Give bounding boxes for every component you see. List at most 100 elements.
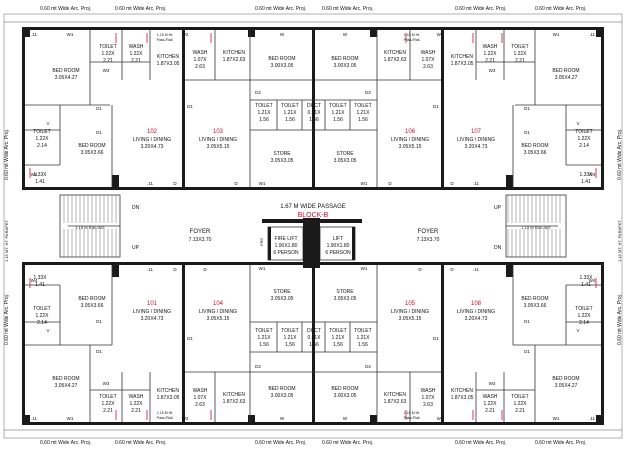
store-label: STORE — [273, 151, 291, 157]
level-mark: .11 — [473, 181, 479, 186]
door-mark: D — [173, 181, 177, 186]
bedroom-label: BED ROOM — [331, 56, 358, 62]
toilet-label: TOILET — [329, 328, 346, 334]
vent-mark: V — [576, 121, 579, 126]
foyer-right: FOYER — [418, 229, 439, 235]
wash-label: WASH — [193, 388, 208, 394]
living-label: LIVING / DINING — [391, 137, 429, 143]
projection-labels-vertical: 0.60 mt Wide Arc. Proj. 0.60 mt Wide Arc… — [4, 129, 623, 345]
living-size: 3.20X4.73 — [141, 316, 164, 322]
unit-number: 102 — [147, 129, 158, 135]
top-units: 102 LIVING / DINING 3.20X4.73 103 LIVING… — [133, 129, 495, 150]
window-mark: W4 — [589, 172, 596, 177]
bedroom-label: BED ROOM — [268, 386, 295, 392]
toilet-label: TOILET — [281, 328, 298, 334]
duct-size: 0.91X — [307, 335, 321, 341]
door-mark: D2 — [365, 364, 371, 369]
bedroom-size: 3.05X3.66 — [524, 303, 547, 309]
toilet-size: 1.21X — [331, 110, 345, 116]
balcony-size: 1.33X — [579, 275, 593, 281]
toilet-label: TOILET — [99, 44, 116, 50]
toilet-size: 1.22X — [577, 136, 591, 142]
toilet-size: 1.22X — [513, 401, 527, 407]
door-mark: D — [450, 181, 454, 186]
proj-label: 0.60 mt Wide Arc. Proj. — [4, 129, 10, 180]
door-mark: D1 — [524, 319, 530, 324]
kitchen-size: 1.87X2.63 — [223, 57, 246, 63]
living-size: 3.05X5.15 — [399, 144, 422, 150]
window-mark: W3 — [489, 68, 496, 73]
bedroom-size: 3.05X3.66 — [524, 150, 547, 156]
unit-number: 106 — [405, 129, 416, 135]
living-size: 3.05X5.15 — [207, 316, 230, 322]
store-size: 3.05X3.05 — [271, 158, 294, 164]
unit-number: 108 — [471, 301, 482, 307]
window-mark: W2 — [437, 32, 444, 37]
up-left: UP — [132, 245, 140, 251]
wash-label: WASH — [421, 50, 436, 56]
door-mark: D — [418, 267, 422, 272]
toilet-size: 1.22X — [35, 313, 49, 319]
duct-label: DUCT — [307, 328, 321, 334]
toilet-size: 1.21X — [356, 335, 370, 341]
proj-label: 0.60 mt Wide Arc. Proj. — [40, 440, 91, 446]
toilet-size2: 1.56 — [333, 117, 343, 123]
proj-label: 0.60 mt Wide Arc. Proj. — [455, 6, 506, 12]
duct-size2: 1.56 — [309, 342, 319, 348]
window-mark: W3 — [103, 68, 110, 73]
kitchen-label: KITCHEN — [223, 392, 245, 398]
unit-number: 105 — [405, 301, 416, 307]
balcony-size2: 1.41 — [581, 179, 591, 185]
door-mark: D1 — [96, 319, 102, 324]
living-size: 3.05X5.15 — [207, 144, 230, 150]
store-size: 3.05X3.05 — [271, 296, 294, 302]
door-mark: D1 — [433, 336, 439, 341]
window-mark: W3 — [489, 381, 496, 386]
door-mark: D1 — [433, 104, 439, 109]
toilet-label: TOILET — [575, 306, 592, 312]
proj-label: 0.60 mt Wide Arc. Proj. — [115, 440, 166, 446]
level-mark: .11 — [31, 32, 37, 37]
pass-note2: Pass./Rail. — [404, 416, 421, 420]
wash-size: 1.07X — [193, 395, 207, 401]
level-mark: .11 — [147, 267, 153, 272]
toilet-label: TOILET — [329, 103, 346, 109]
balcony-size: 1.33X — [579, 172, 593, 178]
toilet-size2: 1.56 — [259, 342, 269, 348]
bottom-units: 101 LIVING / DINING 3.20X4.73 104 LIVING… — [133, 301, 495, 322]
toilet-label: TOILET — [99, 394, 116, 400]
proj-label: 0.60 mt Wide Arc. Proj. — [255, 440, 306, 446]
toilet-label: TOILET — [354, 328, 371, 334]
dn-right: DN — [494, 245, 502, 251]
living-size: 3.20X4.73 — [465, 316, 488, 322]
living-label: LIVING / DINING — [133, 137, 171, 143]
toilet-size2: 1.56 — [333, 342, 343, 348]
wash-size2: 2.63 — [195, 402, 205, 408]
window-mark: W4 — [31, 172, 38, 177]
toilet-size2: 2.14 — [579, 320, 589, 326]
fire-lift-size: 1.90X1.80 — [275, 243, 298, 249]
bedroom-label: BED ROOM — [78, 296, 105, 302]
bedroom-size: 3.05X4.27 — [555, 75, 578, 81]
unit-number: 103 — [213, 129, 224, 135]
kitchen-size: 1.87X3.05 — [451, 61, 474, 67]
level-mark: .11 — [473, 267, 479, 272]
kitchen-label: KITCHEN — [157, 388, 179, 394]
foyer-right-size: 7.13X3.70 — [417, 237, 440, 243]
toilet-size: 1.21X — [257, 110, 271, 116]
duct-label: DUCT — [307, 103, 321, 109]
bedroom-size: 3.00X3.05 — [271, 393, 294, 399]
wash-size: 1.22X — [483, 401, 497, 407]
toilet-size2: 1.56 — [285, 342, 295, 348]
balcony-size2: 1.41 — [35, 179, 45, 185]
living-label: LIVING / DINING — [133, 309, 171, 315]
bedroom-label: BED ROOM — [52, 68, 79, 74]
door-mark: D2 — [255, 364, 261, 369]
toilet-size: 1.22X — [577, 313, 591, 319]
foyer-left: FOYER — [190, 229, 211, 235]
toilet-label: TOILET — [511, 394, 528, 400]
kitchen-label: KITCHEN — [451, 54, 473, 60]
door-mark: D1 — [524, 130, 530, 135]
door-mark: D — [203, 267, 207, 272]
living-label: LIVING / DINING — [199, 309, 237, 315]
